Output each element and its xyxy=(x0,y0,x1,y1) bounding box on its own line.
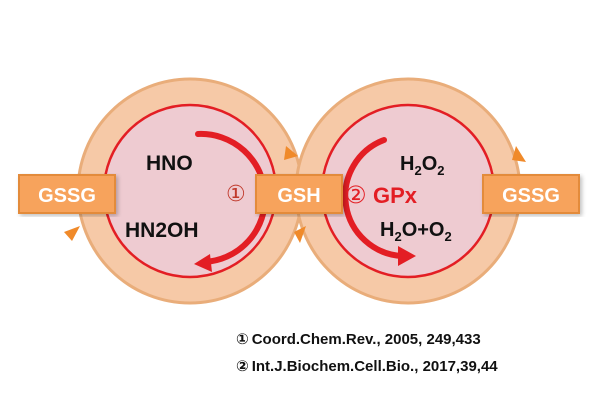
left-cycle-inner-disk xyxy=(102,103,278,279)
h2o2-sub1: 2 xyxy=(414,163,421,178)
center-gsh-box xyxy=(255,174,343,214)
left-ring-top-arrowhead xyxy=(284,146,298,160)
right-cycle-marker: ② xyxy=(345,181,367,209)
o2-sub: 2 xyxy=(444,229,451,244)
right-cycle-red-arrowhead xyxy=(398,246,416,266)
reference-2-text: Int.J.Biochem.Cell.Bio., 2017,39,44 xyxy=(251,358,498,375)
reference-1-marker: ① xyxy=(236,330,249,348)
right-cycle-red-arrow xyxy=(342,137,405,259)
right-gssg-box xyxy=(482,174,580,214)
left-gssg-label: GSSG xyxy=(38,185,96,207)
h2o2-sub2: 2 xyxy=(437,163,444,178)
left-top-label-hno: HNO xyxy=(146,152,193,175)
h2o-h: H xyxy=(380,219,394,241)
h2o-o-plus-o: O+O xyxy=(402,219,445,241)
right-bottom-label-h2o-o2: H2O+O2 xyxy=(380,219,452,244)
center-gsh-label: GSH xyxy=(277,185,320,207)
left-cycle-red-arrowhead xyxy=(194,254,212,272)
right-enzyme-gpx: GPx xyxy=(373,183,418,208)
h2o-sub: 2 xyxy=(394,229,401,244)
right-gssg-label: GSSG xyxy=(502,185,560,207)
right-ring-top-arrowhead xyxy=(512,146,526,162)
reference-1-text: Coord.Chem.Rev., 2005, 249,433 xyxy=(251,331,481,348)
left-ring-bottom-arrowhead xyxy=(64,226,80,241)
h2o2-o: O xyxy=(422,153,438,175)
left-bottom-label-hn2oh: HN2OH xyxy=(125,219,199,242)
h2o2-h: H xyxy=(400,153,414,175)
reference-2-marker: ② xyxy=(236,357,249,375)
left-gssg-box xyxy=(18,174,116,214)
right-top-label-h2o2: H2O2 xyxy=(400,153,444,178)
right-ring-bottom-arrowhead xyxy=(294,226,306,243)
left-cycle-marker: ① xyxy=(226,182,246,207)
